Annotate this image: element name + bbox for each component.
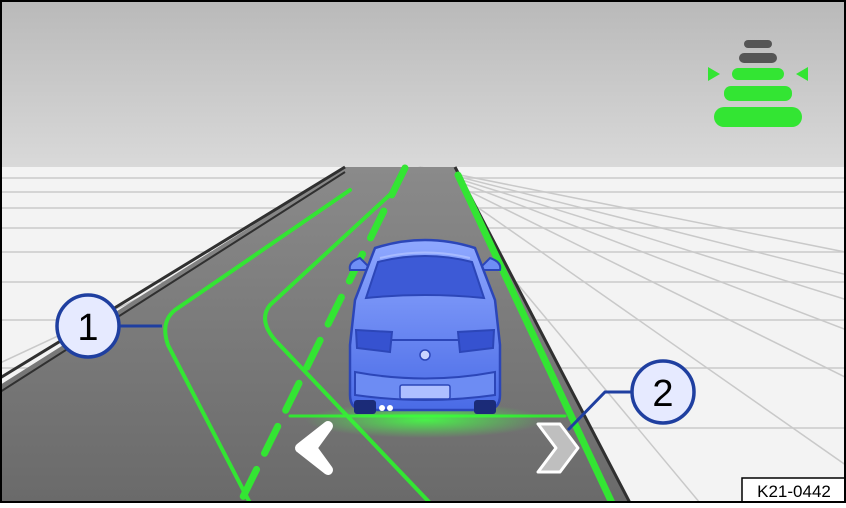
image-code-text: K21-0442 [757, 482, 831, 501]
callout-2-number: 2 [652, 373, 673, 415]
sky-background [0, 0, 846, 167]
car-rear-view [350, 240, 501, 414]
image-code-label: K21-0442 [742, 478, 846, 503]
callout-1-number: 1 [77, 307, 98, 349]
